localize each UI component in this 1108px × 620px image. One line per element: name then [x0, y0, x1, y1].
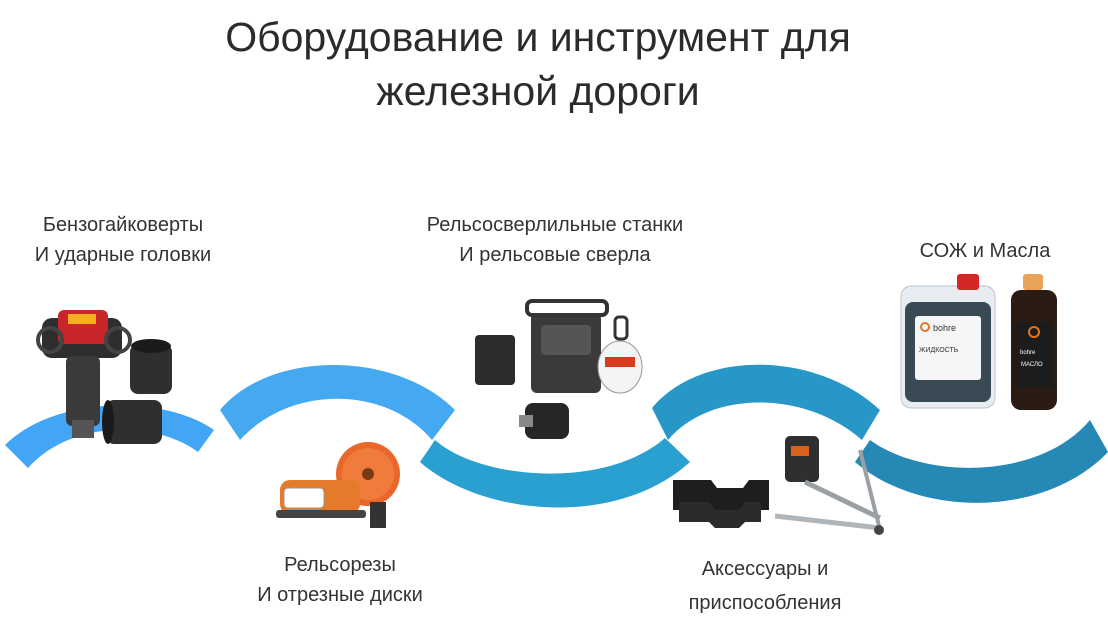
impact-wrench-icon [36, 310, 132, 438]
category-impact-wrenches: Бензогайковерты И ударные головки [34, 214, 212, 266]
title-line-2: железной дороги [376, 68, 700, 114]
impact-wrench-illustration [36, 310, 172, 444]
accessories-illustration [673, 436, 884, 535]
wave-segment-5 [855, 420, 1108, 503]
wave-segment-3 [420, 438, 690, 508]
rail-clamp-plates-icon [673, 480, 769, 528]
page-title: Оборудование и инструмент для железной д… [0, 10, 1076, 118]
category-accessories: Аксессуары и приспособления [688, 558, 842, 614]
title-line-1: Оборудование и инструмент для [225, 14, 851, 60]
wave-segment-2 [220, 365, 455, 440]
oil-bottle-icon: bohre МАСЛО [1011, 274, 1057, 410]
coolant-canister-icon: bohre ЖИДКОСТЬ [900, 274, 996, 409]
wave-segment-4 [652, 364, 880, 440]
category-coolants-oils: СОЖ и Масла [919, 240, 1051, 262]
drilling-guide-icon [774, 436, 884, 535]
rail-drill-icon [475, 299, 643, 439]
impact-socket-icon [102, 339, 172, 444]
oil-brand-text: bohre [1020, 350, 1036, 356]
rail-cutter-illustration [276, 442, 400, 528]
category-rail-drills: Рельсосверлильные станки И рельсовые све… [426, 214, 684, 266]
rail-drill-illustration [475, 299, 643, 439]
canister-brand-text: bohre [933, 323, 956, 333]
canister-liquid-text: ЖИДКОСТЬ [919, 347, 959, 354]
category-rail-cutters: Рельсорезы И отрезные диски [257, 554, 423, 606]
rail-cutter-icon [276, 442, 400, 528]
oil-label-text: МАСЛО [1021, 362, 1043, 368]
coolant-oil-illustration: bohre ЖИДКОСТЬ bohre МАСЛО [900, 274, 1057, 410]
